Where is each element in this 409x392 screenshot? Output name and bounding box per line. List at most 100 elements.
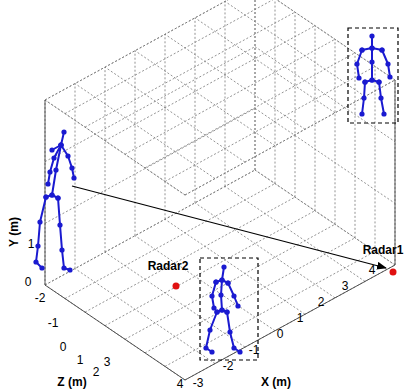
tick-label: 4 xyxy=(177,378,184,390)
grid-line xyxy=(85,12,295,127)
joint-dot xyxy=(219,277,224,282)
tick-label: 1 xyxy=(28,238,35,250)
joint-dot xyxy=(67,267,72,272)
grid-line xyxy=(255,0,256,170)
joint-dot xyxy=(225,280,230,285)
joint-dot xyxy=(213,279,218,284)
grid-line xyxy=(165,66,375,181)
radar-label: Radar1 xyxy=(363,244,404,256)
joint-dot xyxy=(231,345,236,350)
grid-line xyxy=(65,0,275,114)
grid-line xyxy=(135,236,275,331)
joint-dot xyxy=(387,74,392,79)
joint-dot xyxy=(369,33,374,38)
joint-dot xyxy=(33,259,38,264)
joint-dot xyxy=(369,77,374,82)
joint-dot xyxy=(231,293,236,298)
joint-dot xyxy=(361,95,366,100)
joint-dot xyxy=(35,243,40,248)
joint-dot xyxy=(209,293,214,298)
joint-dot xyxy=(203,345,208,350)
grid-line xyxy=(335,39,336,224)
joint-dot xyxy=(237,349,242,354)
joint-dot xyxy=(369,59,374,64)
grid-line xyxy=(125,39,335,154)
radar-marker xyxy=(173,283,180,290)
joint-dot xyxy=(218,292,223,297)
joint-dot xyxy=(65,153,70,158)
joint-dot xyxy=(43,194,48,199)
joint-dot xyxy=(37,219,42,224)
grid-line xyxy=(225,1,365,96)
tick-label: -2 xyxy=(35,292,46,304)
grid-line xyxy=(45,100,185,195)
joint-dot xyxy=(385,61,390,66)
grid-line xyxy=(125,224,335,339)
skeleton-joints xyxy=(33,33,392,354)
grid-line xyxy=(255,0,256,170)
joint-dot xyxy=(53,167,58,172)
grid-line xyxy=(195,18,196,203)
grid-line xyxy=(375,66,376,251)
grid-line xyxy=(45,47,255,162)
grid-line xyxy=(225,1,226,186)
joint-dot xyxy=(51,155,56,160)
grid-line xyxy=(45,0,255,100)
joint-dot xyxy=(58,142,63,147)
tick-label: -3 xyxy=(193,377,204,389)
axis-title: X (m) xyxy=(261,376,291,388)
grid-line xyxy=(85,197,295,312)
tick-label: -1 xyxy=(48,317,59,329)
tick-label: -2 xyxy=(223,360,234,372)
grid-line xyxy=(105,26,315,141)
joint-dot xyxy=(49,192,54,197)
axis-box xyxy=(45,80,395,380)
grid-line xyxy=(135,51,275,146)
grid-line xyxy=(295,12,296,197)
grid-line xyxy=(315,26,316,211)
tick-label: 4 xyxy=(369,264,376,276)
grid-line xyxy=(45,285,185,380)
joint-dot xyxy=(55,195,60,200)
tick-label: -1 xyxy=(249,344,260,356)
tick-label: 0 xyxy=(25,276,32,288)
joint-dot xyxy=(69,165,74,170)
joint-dot xyxy=(356,75,361,80)
grid-line xyxy=(135,51,136,236)
grid-line xyxy=(185,80,395,195)
joint-dot xyxy=(354,61,359,66)
joint-dot xyxy=(224,309,229,314)
grid-line xyxy=(165,251,375,366)
joint-dot xyxy=(61,129,66,134)
grid-line xyxy=(185,80,395,195)
tick-label: 3 xyxy=(104,356,111,368)
joint-dot xyxy=(369,45,374,50)
joint-dot xyxy=(43,194,48,199)
grid-line xyxy=(105,67,106,252)
joint-dot xyxy=(214,309,219,314)
joint-dot xyxy=(59,247,64,252)
joint-dot xyxy=(49,147,54,152)
grid-line xyxy=(255,0,395,80)
tick-label: 3 xyxy=(342,280,349,292)
joint-dot xyxy=(221,264,226,269)
joint-dot xyxy=(214,309,219,314)
grid-line xyxy=(145,53,355,168)
joint-dot xyxy=(359,47,364,52)
joint-dot xyxy=(61,265,66,270)
joint-dot xyxy=(207,327,212,332)
joint-dot xyxy=(55,195,60,200)
grid-line xyxy=(45,100,185,195)
joint-dot xyxy=(224,309,229,314)
grid-line xyxy=(165,34,166,219)
joint-dot xyxy=(369,45,374,50)
joint-dot xyxy=(227,329,232,334)
joint-dot xyxy=(57,222,62,227)
grid-line xyxy=(395,80,396,265)
grid-line xyxy=(255,0,395,80)
grid-line xyxy=(65,184,275,299)
highlight-box xyxy=(348,28,398,123)
grid-line xyxy=(185,265,395,380)
